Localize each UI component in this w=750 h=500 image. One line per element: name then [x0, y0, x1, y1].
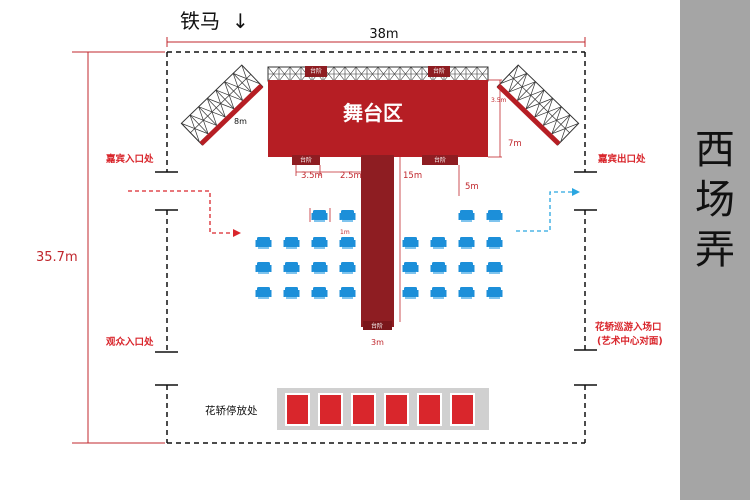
bottom-left-step-label: 台阶 — [300, 156, 312, 164]
seat — [255, 287, 272, 299]
top-left-step-label: 台阶 — [310, 67, 322, 75]
sedan — [417, 393, 442, 426]
seat — [402, 262, 419, 274]
height-label: 35.7m — [36, 250, 78, 265]
seat — [430, 237, 447, 249]
gate-ticks — [155, 171, 597, 386]
street-char-1: 西 — [695, 127, 735, 173]
runway-offset-label: 5m — [465, 182, 479, 192]
seat — [458, 237, 475, 249]
guest-exit-arrow — [516, 188, 580, 232]
seat — [486, 262, 503, 274]
street-bar — [680, 0, 750, 500]
seat — [458, 210, 475, 222]
seat — [339, 237, 356, 249]
street-char-3: 弄 — [695, 227, 735, 273]
sedan — [384, 393, 409, 426]
seat — [283, 237, 300, 249]
seat — [430, 287, 447, 299]
seat — [486, 237, 503, 249]
guest-exit-label: 嘉宾出口处 — [597, 153, 646, 165]
width-label: 38m — [369, 27, 398, 42]
stage-label: 舞台区 — [343, 101, 403, 125]
guest-entrance-label: 嘉宾入口处 — [105, 153, 154, 165]
seat — [486, 287, 503, 299]
seat — [255, 237, 272, 249]
step-gap-label: 2.5m — [340, 171, 362, 181]
left-truss-wing — [180, 64, 264, 146]
guest-entry-arrow — [128, 190, 241, 237]
sedan — [318, 393, 343, 426]
top-truss — [267, 66, 489, 82]
sedan-parking-area: 花轿停放处 — [205, 388, 489, 430]
bottom-left-step — [292, 155, 320, 165]
top-right-step-label: 台阶 — [433, 67, 445, 75]
parade-entrance-note: (艺术中心对面) — [597, 335, 663, 347]
seat — [311, 262, 328, 274]
seat — [458, 287, 475, 299]
seat-gap-v-label: 1m — [340, 229, 350, 236]
street-label: 西 场 弄 — [695, 127, 735, 273]
audience-seating — [255, 210, 503, 299]
seat — [283, 262, 300, 274]
barrier-label: 铁马 — [180, 9, 220, 33]
seat — [430, 262, 447, 274]
seat — [311, 287, 328, 299]
parade-entrance-label: 花轿巡游入场口 — [595, 321, 662, 333]
sedan — [285, 393, 310, 426]
right-truss-wing — [496, 64, 580, 146]
audience-entrance-label: 观众入口处 — [105, 336, 154, 348]
street-char-2: 场 — [695, 177, 735, 223]
seat — [255, 262, 272, 274]
sedan-parking-label: 花轿停放处 — [205, 404, 258, 417]
seat — [339, 287, 356, 299]
sedan — [351, 393, 376, 426]
seat — [283, 287, 300, 299]
seat — [402, 287, 419, 299]
runway-step-label: 台阶 — [371, 322, 383, 330]
runway — [361, 155, 394, 327]
runway-width-label: 3m — [371, 338, 384, 347]
seat — [311, 237, 328, 249]
top-left-step — [305, 66, 327, 77]
seat — [339, 262, 356, 274]
height-dimension: 35.7m — [36, 51, 165, 444]
right-step-label: 3.5m — [491, 97, 507, 104]
seat — [458, 262, 475, 274]
step-width-label: 3.5m — [301, 171, 323, 181]
sedan — [450, 393, 475, 426]
bottom-right-step — [422, 155, 458, 165]
venue-boundary — [166, 51, 586, 444]
runway-step — [363, 321, 392, 330]
seat — [402, 237, 419, 249]
top-right-step — [428, 66, 450, 77]
wing-length-label: 8m — [234, 117, 247, 126]
runway-length-label: 15m — [403, 171, 422, 181]
width-dimension: 38m — [166, 27, 586, 47]
stage-depth-label: 7m — [508, 139, 522, 149]
seat — [486, 210, 503, 222]
stage-area — [268, 80, 488, 157]
barrier-arrow-icon: ↓ — [232, 9, 249, 33]
seat — [339, 210, 356, 222]
stage-dimension-lines — [295, 79, 502, 322]
seat — [311, 210, 328, 222]
bottom-right-step-label: 台阶 — [434, 156, 446, 164]
